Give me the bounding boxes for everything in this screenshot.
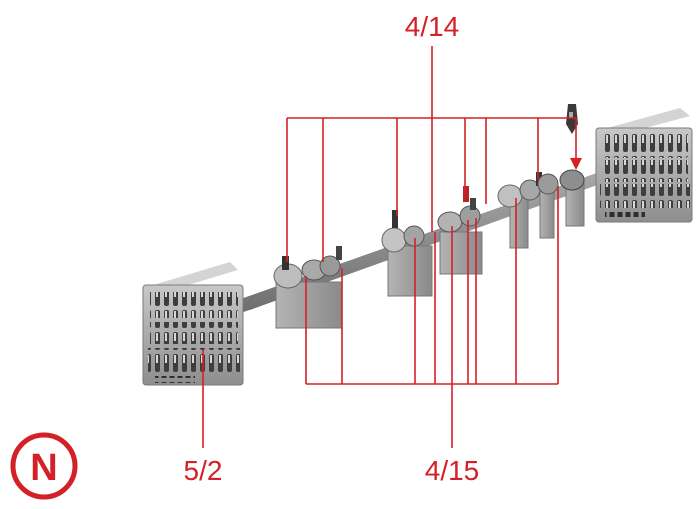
hanging-blocks (275, 181, 585, 329)
n-badge-ring (10, 432, 78, 500)
lever-frame-right (595, 108, 693, 223)
label-bottom-right: 4/15 (425, 455, 480, 486)
mechanism-group-2 (381, 186, 481, 253)
lever-frame-left (142, 262, 244, 386)
n-badge-letter: N (30, 447, 57, 489)
n-badge: N (10, 432, 78, 500)
lever-tool (566, 104, 578, 134)
label-top: 4/14 (405, 11, 460, 42)
mechanism-group-1 (273, 246, 342, 289)
label-bottom-left: 5/2 (184, 455, 223, 486)
leader-lines (202, 46, 582, 448)
